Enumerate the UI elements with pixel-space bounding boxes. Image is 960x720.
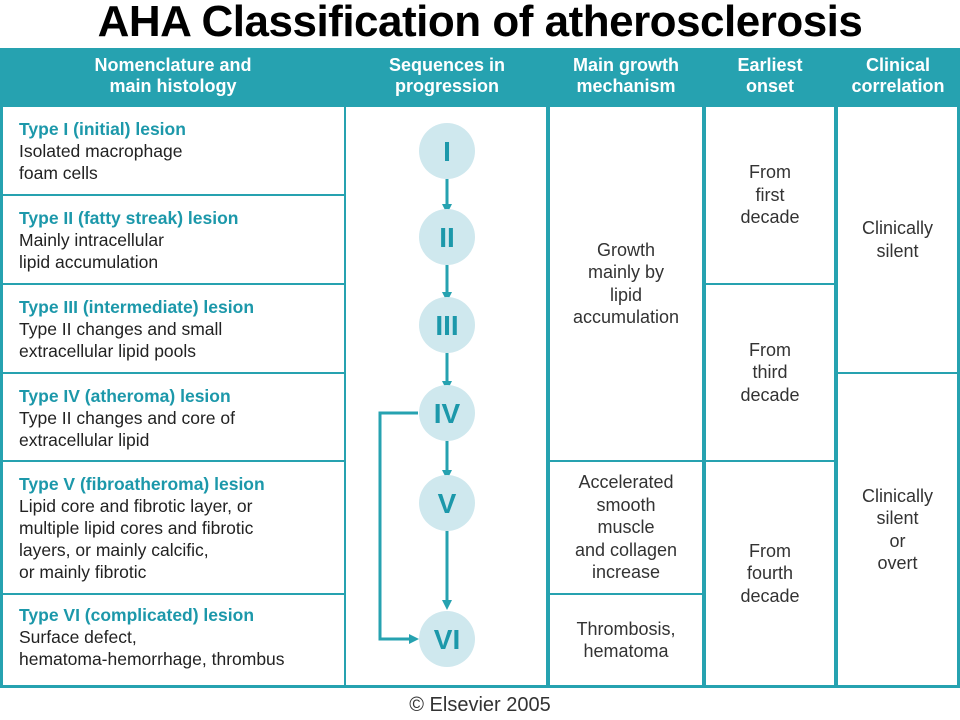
- type-description: Isolated macrophage foam cells: [19, 141, 183, 183]
- stage-label: III: [435, 310, 458, 341]
- header-clinical: Clinical correlation: [836, 48, 960, 104]
- type-name: Type III (intermediate) lesion: [19, 297, 255, 317]
- copyright-notice: © Elsevier 2005: [409, 694, 551, 716]
- type-name: Type IV (atheroma) lesion: [19, 386, 231, 406]
- stage-circle-iv: IV: [419, 385, 475, 441]
- arrow-iv-vi-bypass: [378, 411, 419, 644]
- growth-lipid-cell: Growth mainly by lipid accumulation: [550, 107, 702, 460]
- stage-circle-vi: VI: [419, 611, 475, 667]
- stage-label: II: [439, 222, 455, 253]
- type-description: Mainly intracellular lipid accumulation: [19, 230, 164, 272]
- type-row-2: Type II (fatty streak) lesion Mainly int…: [3, 196, 344, 283]
- type-row-1: Type I (initial) lesion Isolated macroph…: [3, 107, 344, 194]
- type-name: Type V (fibroatheroma) lesion: [19, 474, 265, 494]
- page-title: AHA Classification of atherosclerosis: [97, 0, 863, 46]
- type-name: Type II (fatty streak) lesion: [19, 208, 239, 228]
- header-onset: Earliest onset: [704, 48, 836, 104]
- type-row-5: Type V (fibroatheroma) lesion Lipid core…: [3, 462, 344, 593]
- type-description: Type II changes and core of extracellula…: [19, 408, 235, 450]
- sequence-column: I II III IV V VI: [346, 107, 546, 685]
- type-name: Type VI (complicated) lesion: [19, 605, 255, 625]
- onset-third-decade: From third decade: [706, 285, 834, 460]
- stage-label: I: [443, 136, 451, 167]
- header-growth: Main growth mechanism: [548, 48, 704, 104]
- progression-diagram: I II III IV V VI: [378, 123, 475, 667]
- type-name: Type I (initial) lesion: [19, 119, 186, 139]
- stage-circle-iii: III: [419, 297, 475, 353]
- clinical-silent-or-overt: Clinically silent or overt: [838, 374, 957, 685]
- onset-fourth-decade: From fourth decade: [706, 462, 834, 685]
- classification-table: Nomenclature and main histology Sequence…: [0, 48, 960, 688]
- growth-smooth-muscle-cell: Accelerated smooth muscle and collagen i…: [550, 462, 702, 593]
- stage-label: V: [438, 488, 457, 519]
- type-row-3: Type III (intermediate) lesion Type II c…: [3, 285, 344, 372]
- header-nomenclature: Nomenclature and main histology: [0, 48, 346, 104]
- growth-thrombosis-cell: Thrombosis, hematoma: [550, 595, 702, 685]
- type-row-4: Type IV (atheroma) lesion Type II change…: [3, 374, 344, 460]
- type-description: Surface defect, hematoma-hemorrhage, thr…: [19, 627, 285, 669]
- stage-circle-v: V: [419, 475, 475, 531]
- type-description: Type II changes and small extracellular …: [19, 319, 223, 361]
- header-sequences: Sequences in progression: [346, 48, 548, 104]
- onset-first-decade: From first decade: [706, 107, 834, 283]
- stage-circle-i: I: [419, 123, 475, 179]
- stage-circle-ii: II: [419, 209, 475, 265]
- stage-label: IV: [434, 398, 461, 429]
- clinical-silent: Clinically silent: [838, 107, 957, 372]
- stage-label: VI: [434, 624, 460, 655]
- type-row-6: Type VI (complicated) lesion Surface def…: [3, 595, 344, 685]
- type-description: Lipid core and fibrotic layer, or multip…: [19, 496, 254, 582]
